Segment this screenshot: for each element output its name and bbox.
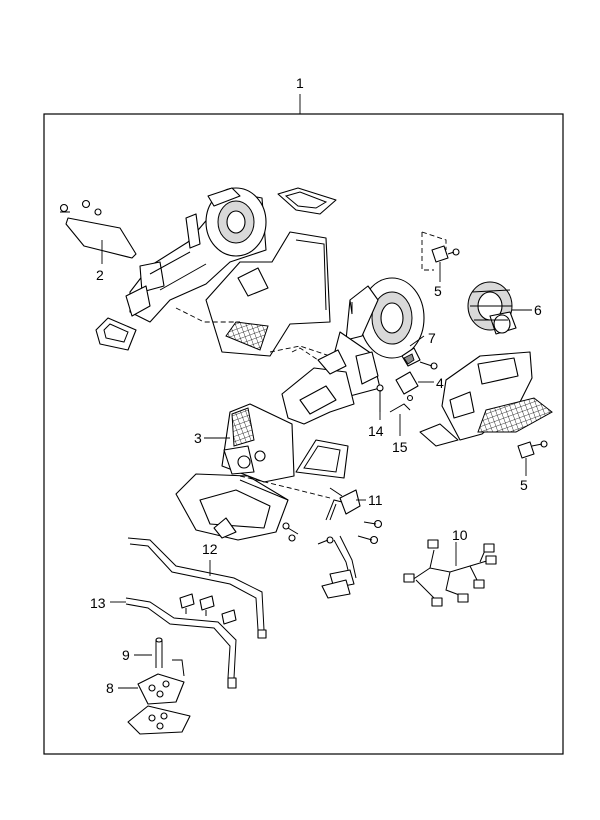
part-blower-motor <box>467 281 517 335</box>
part-mount-bracket <box>127 659 191 735</box>
callout-11: 11 <box>356 492 383 508</box>
part-lower-case <box>175 473 289 541</box>
callout-12: 12 <box>202 541 218 576</box>
assembly-frame <box>43 113 564 755</box>
callout-10: 10 <box>452 527 468 566</box>
part-resistor-bottom <box>517 440 548 459</box>
callout-1: 1 <box>296 75 304 114</box>
callout-14: 14 <box>368 412 384 439</box>
part-square-gasket <box>95 317 137 351</box>
dashed-leader-duct <box>175 307 240 323</box>
part-center-duct <box>281 349 355 425</box>
dashed-leader-grille <box>269 345 331 357</box>
callout-2: 2 <box>96 240 104 283</box>
screws-center <box>282 519 383 545</box>
callout-7: 7 <box>409 330 436 347</box>
part-pipe-brackets <box>179 593 237 625</box>
part-resistor-top <box>421 231 460 271</box>
callout-11-label: 11 <box>368 492 383 508</box>
callout-3: 3 <box>194 430 230 446</box>
part-expansion-valve <box>321 487 361 599</box>
callout-10-label: 10 <box>452 527 468 543</box>
callout-8-label: 8 <box>106 680 114 696</box>
callout-5-bottom: 5 <box>520 458 528 493</box>
part-pipe-upper <box>127 537 267 639</box>
part-filter-frame <box>295 439 349 479</box>
part-drain-hose <box>155 637 163 668</box>
part-evaporator-case <box>221 403 295 483</box>
callout-6: 6 <box>512 302 542 318</box>
callout-14-label: 14 <box>368 423 384 439</box>
callout-3-label: 3 <box>194 430 202 446</box>
part-right-blower-case <box>419 351 553 447</box>
part-top-seal <box>277 187 337 215</box>
part-actuator <box>401 347 438 370</box>
callout-12-label: 12 <box>202 541 218 557</box>
part-pin <box>376 384 384 412</box>
part-filter-cover <box>59 199 137 259</box>
callout-5-top: 5 <box>434 262 442 299</box>
callout-2-label: 2 <box>96 267 104 283</box>
part-upper-duct <box>125 187 267 323</box>
callout-5-top-label: 5 <box>434 283 442 299</box>
callout-9-label: 9 <box>122 647 130 663</box>
callout-9: 9 <box>122 647 152 663</box>
callout-13: 13 <box>90 595 126 611</box>
callout-8: 8 <box>106 680 138 696</box>
part-pipe-lower <box>125 597 237 689</box>
part-blower-housing <box>329 277 425 397</box>
callout-6-label: 6 <box>534 302 542 318</box>
part-wiring-harness <box>403 539 497 607</box>
callout-15-label: 15 <box>392 439 408 455</box>
part-lower-duct <box>205 231 331 357</box>
callout-4: 4 <box>418 375 444 391</box>
callout-5-bottom-label: 5 <box>520 477 528 493</box>
dashed-leader-center <box>291 347 319 361</box>
dashed-leader-case <box>239 475 331 499</box>
callout-4-label: 4 <box>436 375 444 391</box>
part-mode-actuator <box>395 371 419 402</box>
part-clip <box>389 403 411 413</box>
callout-7-label: 7 <box>428 330 436 346</box>
callout-13-label: 13 <box>90 595 106 611</box>
callout-15: 15 <box>392 414 408 455</box>
callout-1-label: 1 <box>296 75 304 91</box>
